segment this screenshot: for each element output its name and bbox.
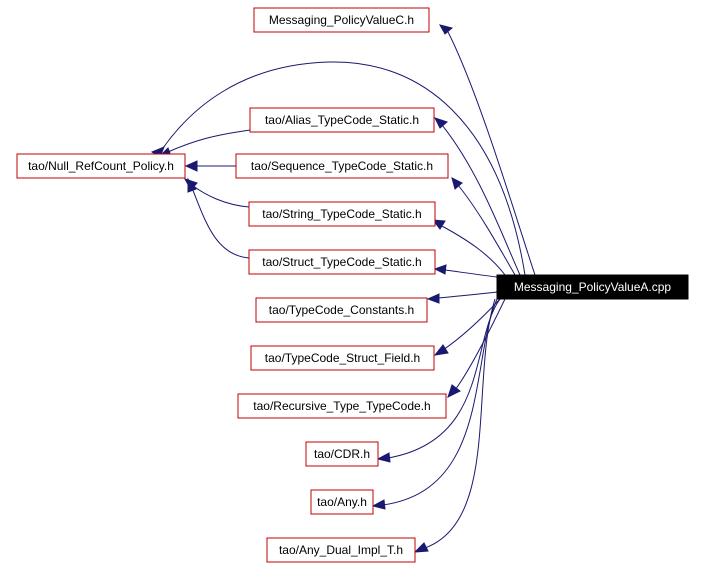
edge-root-to-string: [439, 224, 506, 276]
node-sequence-typecode-static-h[interactable]: tao/Sequence_TypeCode_Static.h: [235, 153, 449, 179]
edge-arrowhead: [434, 117, 448, 129]
node-label: tao/CDR.h: [314, 447, 370, 461]
node-any-dual-impl-t-h[interactable]: tao/Any_Dual_Impl_T.h: [266, 537, 416, 563]
edge-arrowhead: [371, 499, 386, 510]
edge-arrowhead: [187, 177, 197, 193]
node-null-refcount-policy-h[interactable]: tao/Null_RefCount_Policy.h: [16, 153, 186, 179]
node-any-h[interactable]: tao/Any.h: [310, 489, 374, 515]
edge-arrowhead: [447, 384, 461, 398]
edge-arrowhead: [439, 24, 454, 35]
edge-root-to-nullrefcount: [162, 61, 526, 276]
edge-root-to-sequence: [457, 184, 516, 276]
node-root-messaging-policyvaluea-cpp[interactable]: Messaging_PolicyValueA.cpp: [496, 274, 689, 300]
node-recursive-type-typecode-h[interactable]: tao/Recursive_Type_TypeCode.h: [237, 393, 447, 419]
edge-arrowhead: [376, 452, 391, 463]
edge-arrowhead: [184, 160, 198, 172]
node-label: tao/Any_Dual_Impl_T.h: [279, 543, 403, 557]
edge-root-to-policyvaluec: [446, 29, 536, 276]
edge-root-to-recursive: [454, 298, 506, 391]
nodes: Messaging_PolicyValueC.h tao/Null_RefCou…: [16, 7, 689, 563]
node-label: tao/TypeCode_Struct_Field.h: [265, 351, 420, 365]
edge-arrowhead: [433, 264, 447, 275]
node-label: tao/Struct_TypeCode_Static.h: [262, 255, 421, 269]
node-label: tao/Any.h: [317, 495, 367, 509]
edge-root-to-alias: [441, 124, 521, 276]
node-label: tao/Null_RefCount_Policy.h: [28, 159, 174, 173]
node-typecode-constants-h[interactable]: tao/TypeCode_Constants.h: [255, 297, 428, 323]
node-label: tao/String_TypeCode_Static.h: [262, 207, 421, 221]
node-messaging-policyvaluec-h[interactable]: Messaging_PolicyValueC.h: [253, 7, 430, 33]
edge-struct-to-nullrefcount: [191, 187, 250, 259]
node-label: tao/Alias_TypeCode_Static.h: [265, 113, 419, 127]
edge-alias-to-nullrefcount: [167, 129, 251, 153]
edge-root-to-struct-field: [442, 298, 501, 351]
node-label: tao/Sequence_TypeCode_Static.h: [251, 159, 433, 173]
node-label: tao/Recursive_Type_TypeCode.h: [253, 399, 430, 413]
edge-arrowhead: [451, 177, 463, 190]
edge-root-to-any-dual: [424, 298, 496, 549]
edge-string-to-nullrefcount: [191, 184, 250, 208]
node-string-typecode-static-h[interactable]: tao/String_TypeCode_Static.h: [248, 201, 436, 227]
node-label: Messaging_PolicyValueC.h: [269, 13, 414, 27]
node-struct-typecode-static-h[interactable]: tao/Struct_TypeCode_Static.h: [248, 249, 436, 275]
edges: [150, 24, 536, 553]
node-alias-typecode-static-h[interactable]: tao/Alias_TypeCode_Static.h: [249, 107, 435, 133]
edge-root-to-struct: [444, 269, 498, 278]
edge-arrowhead: [433, 344, 449, 356]
node-label: tao/TypeCode_Constants.h: [269, 303, 414, 317]
edge-arrowhead: [426, 293, 440, 304]
root-label: Messaging_PolicyValueA.cpp: [514, 280, 672, 294]
node-cdr-h[interactable]: tao/CDR.h: [305, 441, 379, 467]
edge-arrowhead: [413, 542, 429, 553]
node-typecode-struct-field-h[interactable]: tao/TypeCode_Struct_Field.h: [250, 345, 435, 371]
edge-root-to-constants: [437, 291, 498, 299]
edge-arrowhead: [431, 219, 446, 230]
